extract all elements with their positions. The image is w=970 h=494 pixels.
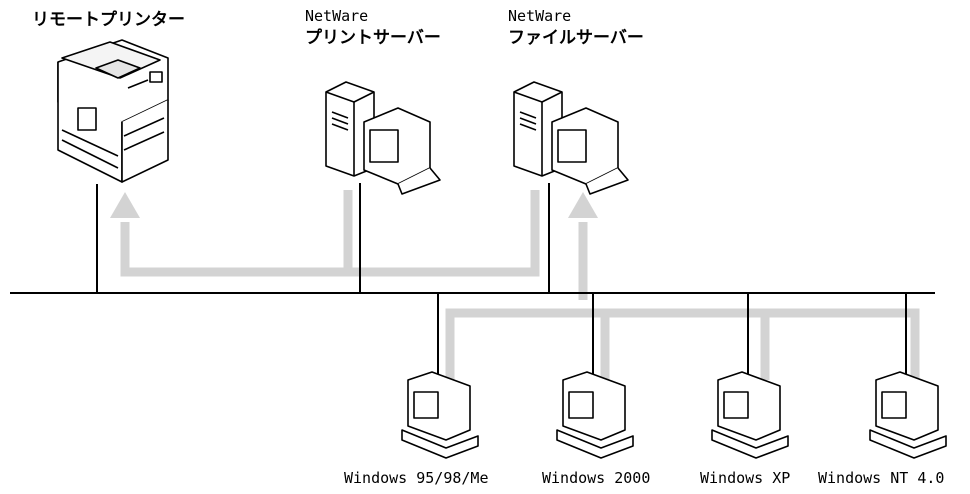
- client-label-winnt: Windows NT 4.0: [818, 469, 945, 487]
- client-label-win95: Windows 95/98/Me: [344, 469, 489, 487]
- data-flow-paths: [120, 190, 920, 380]
- computer-icon: [556, 371, 634, 459]
- arrow-to-fileserver: [568, 192, 598, 218]
- printer-icon: [57, 39, 169, 183]
- print-server-label: プリントサーバー: [305, 28, 441, 48]
- client-label-winxp: Windows XP: [700, 469, 791, 487]
- remote-printer-label: リモートプリンター: [32, 10, 185, 30]
- flow-fileserver-to-printer: [348, 190, 540, 277]
- computer-icon: [711, 371, 789, 459]
- server-icon: [325, 81, 441, 195]
- file-server-label: ファイルサーバー: [508, 28, 644, 48]
- server-icon: [513, 81, 629, 195]
- computer-icon: [401, 371, 479, 459]
- print-server-product: NetWare: [305, 7, 369, 25]
- flow-client-bus: [445, 308, 920, 380]
- client-label-win2000: Windows 2000: [542, 469, 651, 487]
- arrow-to-printer: [110, 192, 140, 218]
- network-lines: [10, 183, 935, 378]
- flow-print-path: [120, 190, 353, 277]
- computer-icon: [869, 371, 947, 459]
- file-server-product: NetWare: [508, 7, 572, 25]
